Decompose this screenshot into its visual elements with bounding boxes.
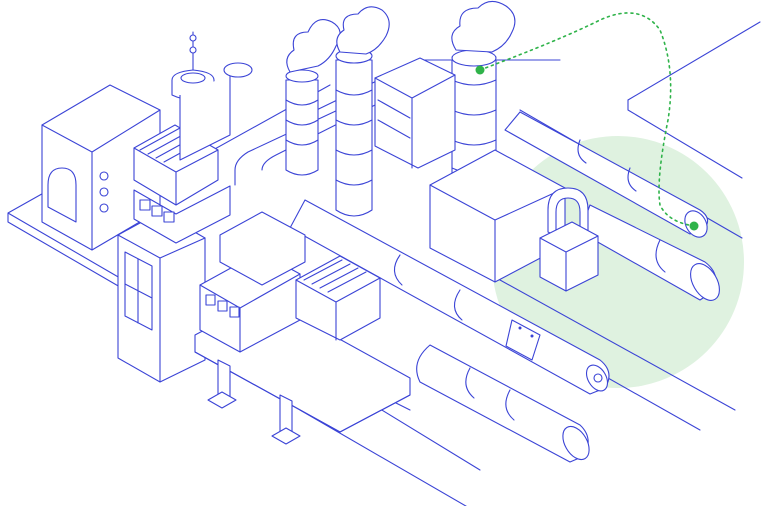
smoke-cloud-icon: [451, 0, 516, 53]
connection-start-dot: [475, 65, 485, 75]
machine-platform: [194, 211, 411, 445]
storage-tank: [416, 344, 590, 463]
padlock-icon: [539, 187, 599, 292]
smoke-cloud-icon: [336, 6, 390, 55]
pipe-right-lower: [579, 204, 720, 301]
pipe-middle: [289, 199, 610, 395]
smokestack-2: [335, 6, 390, 217]
smoke-cloud-icon: [286, 19, 341, 73]
central-block: [374, 57, 456, 169]
connection-path: [479, 12, 695, 227]
tower-building: [117, 211, 206, 383]
smokestack-1: [285, 19, 341, 176]
connection-end-dot: [689, 221, 699, 231]
office-building-left: [41, 84, 161, 251]
antenna-icon: [171, 31, 253, 161]
